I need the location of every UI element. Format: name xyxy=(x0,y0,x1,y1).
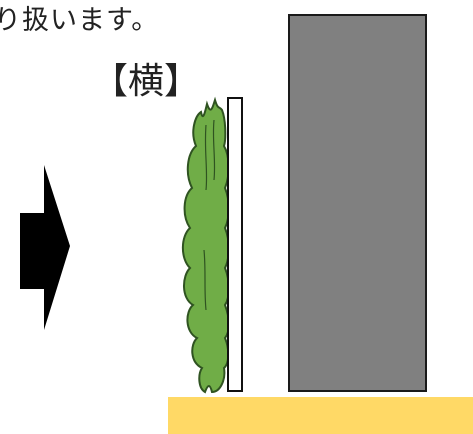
side-view-label: 【横】 xyxy=(92,61,201,102)
right-arrow-icon xyxy=(20,165,70,330)
ground-strip xyxy=(168,397,473,434)
shrub-texture xyxy=(203,119,216,311)
caption-text: り扱います。 xyxy=(0,5,160,36)
wall-block xyxy=(288,14,427,392)
fence-panel xyxy=(227,97,243,392)
